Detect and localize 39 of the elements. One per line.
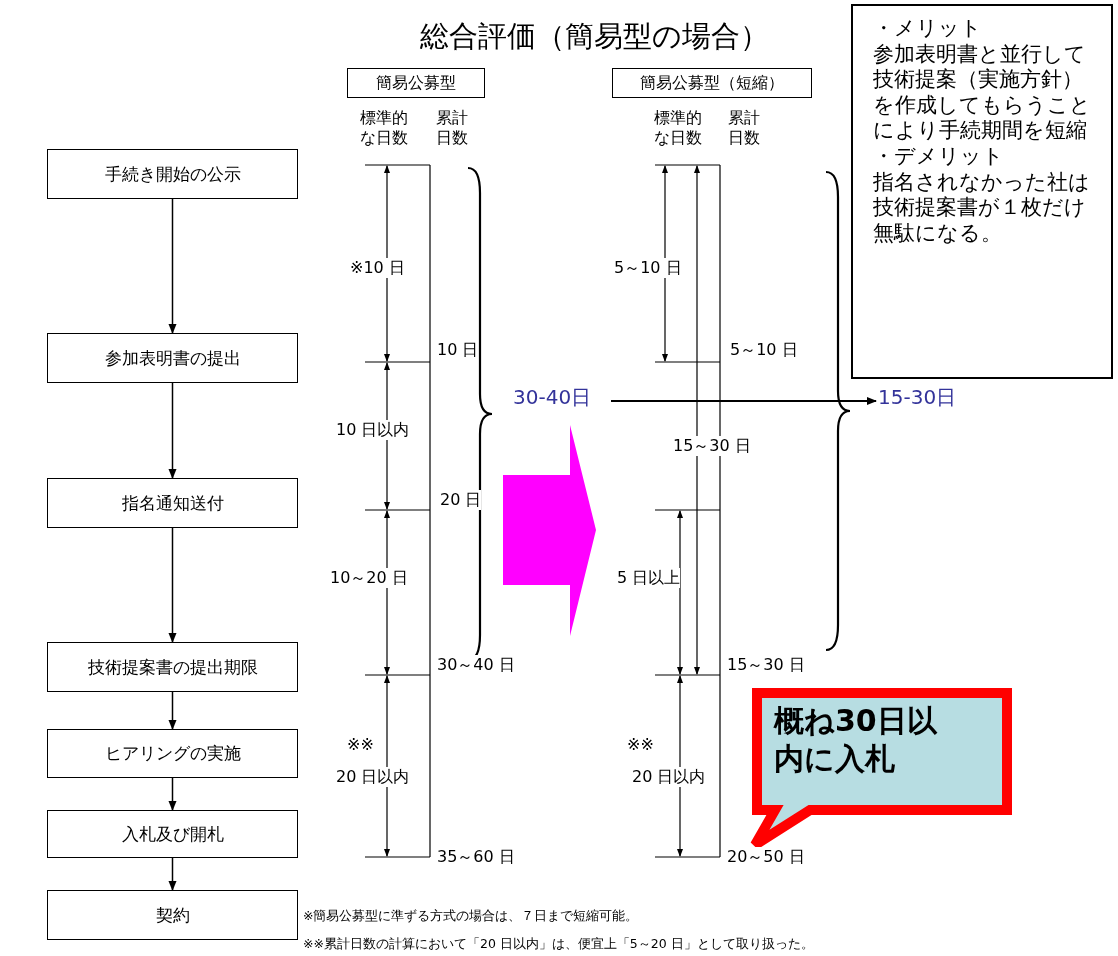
process-box: 技術提案書の提出期限 [47, 642, 298, 692]
note-heading: ・デメリット [873, 144, 1005, 170]
arrow [168, 857, 177, 891]
duration-label: 15-30日 [878, 384, 978, 414]
process-box: ヒアリングの実施 [47, 729, 298, 778]
day-count-label: 10～20 日 [330, 568, 408, 588]
day-count-label: 5 日以上 [617, 568, 681, 588]
duration-label: 30-40日 [513, 384, 609, 414]
arrow [611, 397, 877, 405]
day-count-label: 5～10 日 [730, 340, 798, 360]
callout-text: 概ね30日以内に入札 [774, 702, 939, 777]
arrow [168, 198, 177, 334]
day-count-label: 10 日 [437, 340, 479, 360]
arrow [168, 777, 177, 811]
day-count-label: 20 日 [440, 490, 482, 510]
day-count-label: 20 日以内 [632, 767, 706, 787]
day-count-label: 5～10 日 [614, 258, 682, 278]
note-text: 参加表明書と並行して技術提案（実施方針）を作成してもらうことにより手続期間を短縮 [873, 41, 1092, 145]
day-count-label: 15～30 日 [673, 436, 751, 456]
day-count-label: ※10 日 [350, 258, 405, 278]
process-box: 参加表明書の提出 [47, 333, 298, 383]
process-box: 入札及び開札 [47, 810, 298, 858]
arrow [168, 382, 177, 479]
arrow [168, 527, 177, 643]
day-count-label: 15～30 日 [727, 655, 805, 675]
day-count-label: 20～50 日 [727, 847, 805, 867]
day-count-label: 35～60 日 [437, 847, 515, 867]
process-box: 指名通知送付 [47, 478, 298, 528]
note-text: 指名されなかった社は技術提案書が１枚だけ無駄になる。 [873, 169, 1091, 247]
day-count-label: 30～40 日 [437, 655, 515, 675]
note-box [851, 4, 1113, 379]
column-header-box: 簡易公募型（短縮） [612, 68, 812, 98]
note-heading: ・メリット [873, 16, 983, 42]
day-count-label: 20 日以内 [336, 767, 410, 787]
column-header-box: 簡易公募型 [347, 68, 485, 98]
process-box: 手続き開始の公示 [47, 149, 298, 199]
arrow [168, 691, 177, 730]
day-count-label: 10 日以内 [336, 420, 410, 440]
process-box: 契約 [47, 890, 298, 940]
